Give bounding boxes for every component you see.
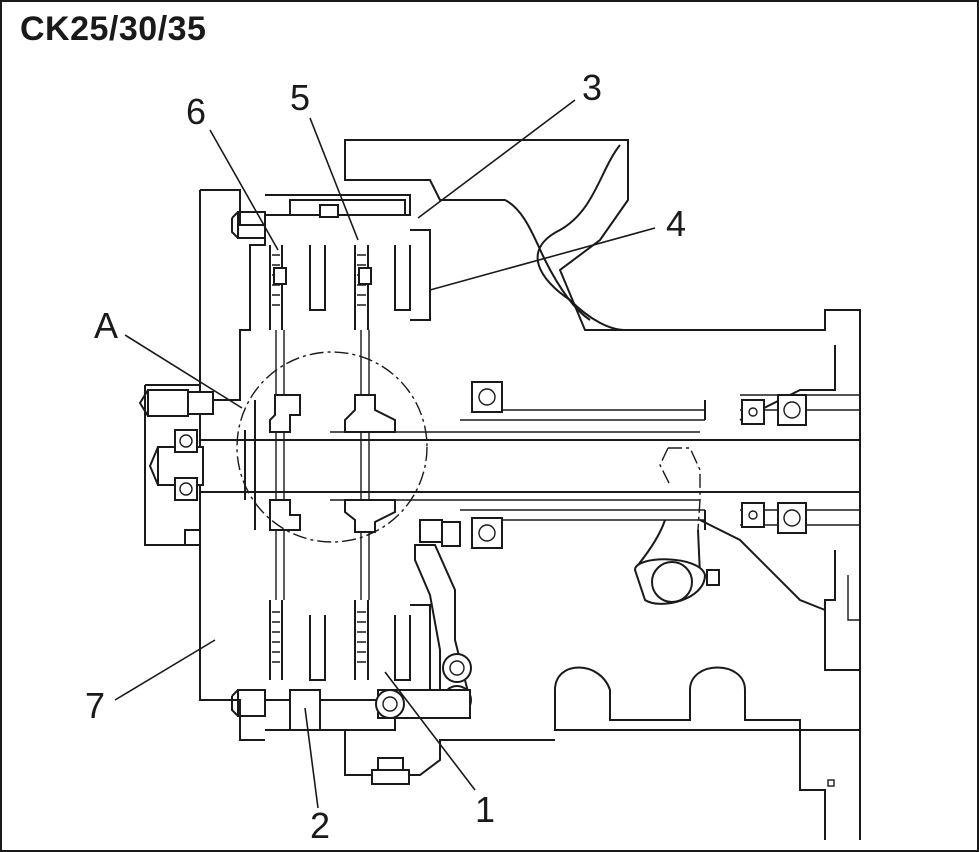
clutch-discs	[244, 330, 370, 600]
callout-a: A	[94, 305, 118, 346]
drain-plug	[371, 757, 410, 785]
callout-leaders	[114, 99, 656, 809]
rear-clutch-pack	[265, 194, 411, 731]
detail-a-circle	[236, 351, 428, 543]
callout-1: 1	[475, 789, 495, 830]
shaft-bearings	[471, 381, 807, 549]
callout-7: 7	[85, 685, 105, 726]
callout-3: 3	[582, 67, 602, 108]
callout-2: 2	[310, 805, 330, 846]
callout-5: 5	[290, 77, 310, 118]
callout-6: 6	[186, 91, 206, 132]
model-title: CK25/30/35	[20, 10, 207, 48]
pivot-shaft	[633, 447, 720, 605]
front-clutch-pack	[309, 229, 431, 691]
end-cover	[138, 189, 266, 741]
callout-4: 4	[666, 203, 686, 244]
housing-outline	[344, 139, 861, 840]
main-shaft	[200, 394, 860, 530]
clutch-hubs	[269, 394, 396, 533]
release-lever	[375, 519, 472, 719]
